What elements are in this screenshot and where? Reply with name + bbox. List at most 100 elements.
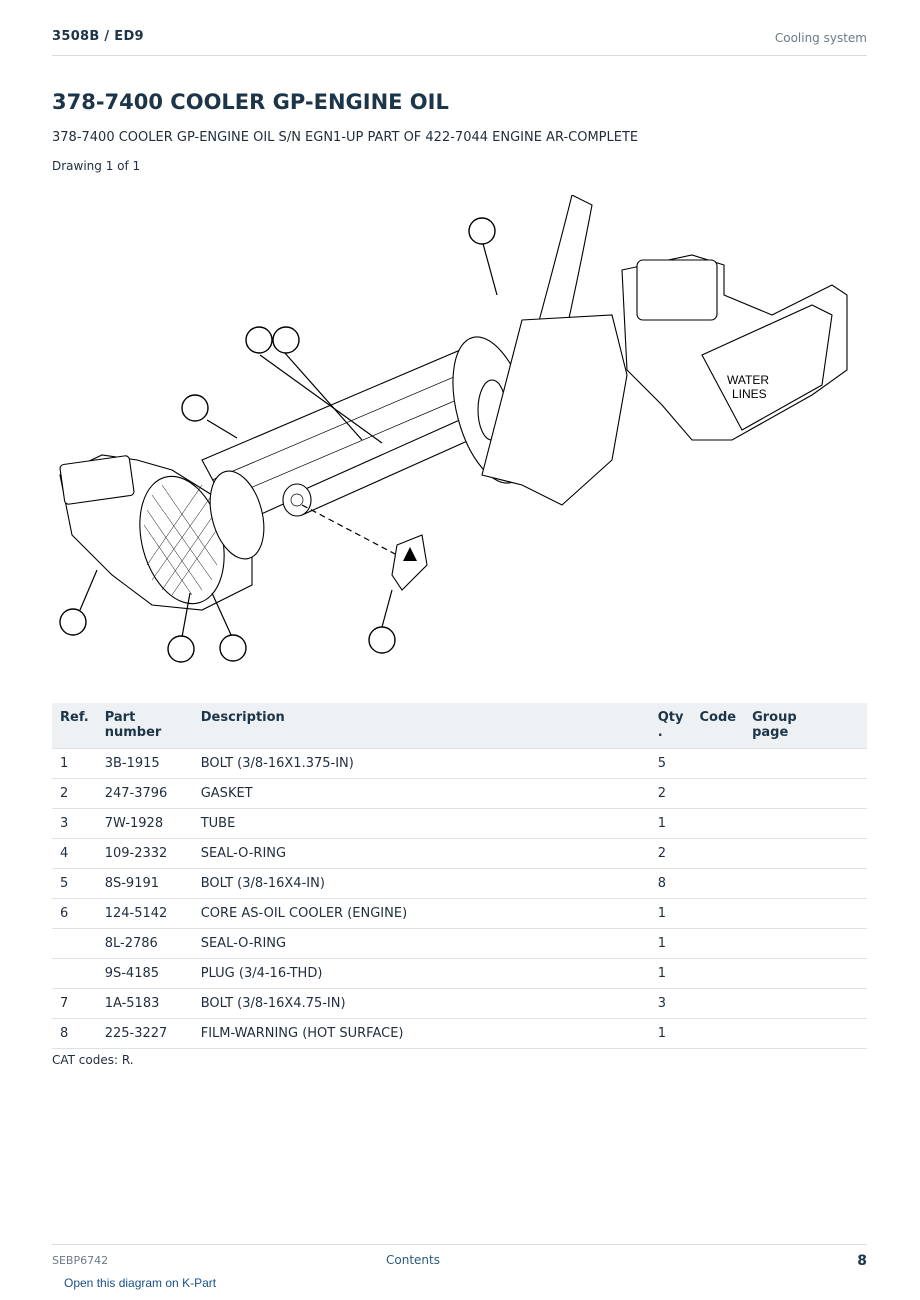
cell-qty: 8 <box>649 868 692 899</box>
gasket-flange <box>209 470 265 560</box>
cell-description: BOLT (3/8-16X4-IN) <box>192 868 650 899</box>
cell-ref <box>52 928 97 959</box>
cell-ref: 6 <box>52 898 97 929</box>
cell-qty: 1 <box>649 928 692 959</box>
cell-description: SEAL-O-RING <box>192 928 650 959</box>
header-code: Code <box>691 703 745 749</box>
header-part-number: Part number <box>96 703 193 749</box>
callout-circle <box>468 217 496 245</box>
cell-description: PLUG (3/4-16-THD) <box>192 958 650 989</box>
diagram-drawing: WATER LINES <box>59 195 848 663</box>
cell-code <box>691 958 745 989</box>
cell-description: CORE AS-OIL COOLER (ENGINE) <box>192 898 650 929</box>
cell-part-number: 8L-2786 <box>96 928 193 959</box>
page-number: 8 <box>857 1253 867 1269</box>
callout-circle <box>181 394 209 422</box>
callout-circle <box>272 326 300 354</box>
cell-ref <box>52 958 97 989</box>
contents-link[interactable]: Contents <box>386 1253 440 1267</box>
cell-code <box>691 928 745 959</box>
callout-circle <box>245 326 273 354</box>
right-housing-cover <box>636 259 718 321</box>
cell-ref: 2 <box>52 778 97 809</box>
cell-part-number: 109-2332 <box>96 838 193 869</box>
cell-code <box>691 778 745 809</box>
cell-ref: 1 <box>52 748 97 779</box>
warning-film <box>391 534 428 591</box>
cell-ref: 7 <box>52 988 97 1019</box>
cell-description: GASKET <box>192 778 650 809</box>
cell-description: TUBE <box>192 808 650 839</box>
cell-ref: 5 <box>52 868 97 899</box>
cell-code <box>691 748 745 779</box>
cell-qty: 2 <box>649 778 692 809</box>
warning-triangle-icon <box>403 547 417 561</box>
cell-qty: 1 <box>649 808 692 839</box>
cell-description: FILM-WARNING (HOT SURFACE) <box>192 1018 650 1049</box>
table-header-row: Ref. Part number Description Qty. Code G… <box>52 703 867 749</box>
kpart-diagram-link[interactable]: Open this diagram on K-Part <box>64 1276 217 1290</box>
cell-qty: 1 <box>649 898 692 929</box>
left-port <box>59 455 135 505</box>
cell-group <box>744 1018 867 1049</box>
cell-part-number: 9S-4185 <box>96 958 193 989</box>
header-ref: Ref. <box>52 703 97 749</box>
page-header: 3508B / ED9 Cooling system <box>52 28 867 56</box>
cell-group <box>744 898 867 929</box>
cell-ref: 3 <box>52 808 97 839</box>
header-qty: Qty. <box>649 703 692 749</box>
cell-group <box>744 868 867 899</box>
callout-circle <box>368 626 396 654</box>
header-qty-line2: . <box>657 725 663 740</box>
cell-group <box>744 928 867 959</box>
cell-group <box>744 838 867 869</box>
cell-code <box>691 988 745 1019</box>
page-title: 378-7400 COOLER GP-ENGINE OIL <box>52 90 449 114</box>
cell-part-number: 1A-5183 <box>96 988 193 1019</box>
cell-part-number: 8S-9191 <box>96 868 193 899</box>
cell-part-number: 124-5142 <box>96 898 193 929</box>
callout-circle <box>59 608 87 636</box>
callout-circle <box>167 635 195 663</box>
water-lines-label-1: WATER <box>727 373 769 387</box>
page-footer: SEBP6742 Contents 8 <box>52 1244 867 1275</box>
cell-description: BOLT (3/8-16X4.75-IN) <box>192 988 650 1019</box>
cell-qty: 2 <box>649 838 692 869</box>
cell-qty: 1 <box>649 958 692 989</box>
drawing-label: Drawing 1 of 1 <box>52 159 141 173</box>
doc-id: SEBP6742 <box>52 1254 109 1267</box>
cell-code <box>691 808 745 839</box>
page-subtitle: 378-7400 COOLER GP-ENGINE OIL S/N EGN1-U… <box>52 130 639 145</box>
cell-qty: 1 <box>649 1018 692 1049</box>
cell-code <box>691 1018 745 1049</box>
cell-group <box>744 808 867 839</box>
plug <box>282 483 312 517</box>
header-group-line1: Group <box>752 710 797 725</box>
cat-codes-note: CAT codes: R. <box>52 1053 134 1067</box>
cell-description: SEAL-O-RING <box>192 838 650 869</box>
cell-code <box>691 868 745 899</box>
section-label: Cooling system <box>774 31 867 45</box>
cell-code <box>691 898 745 929</box>
center-block <box>481 314 628 506</box>
cell-qty: 3 <box>649 988 692 1019</box>
model-label: 3508B / ED9 <box>52 29 144 44</box>
header-group-line2: page <box>752 725 789 740</box>
cell-part-number: 247-3796 <box>96 778 193 809</box>
header-qty-line1: Qty <box>657 710 684 725</box>
cell-part-number: 225-3227 <box>96 1018 193 1049</box>
cell-part-number: 7W-1928 <box>96 808 193 839</box>
cell-group <box>744 988 867 1019</box>
cell-part-number: 3B-1915 <box>96 748 193 779</box>
cell-group <box>744 778 867 809</box>
